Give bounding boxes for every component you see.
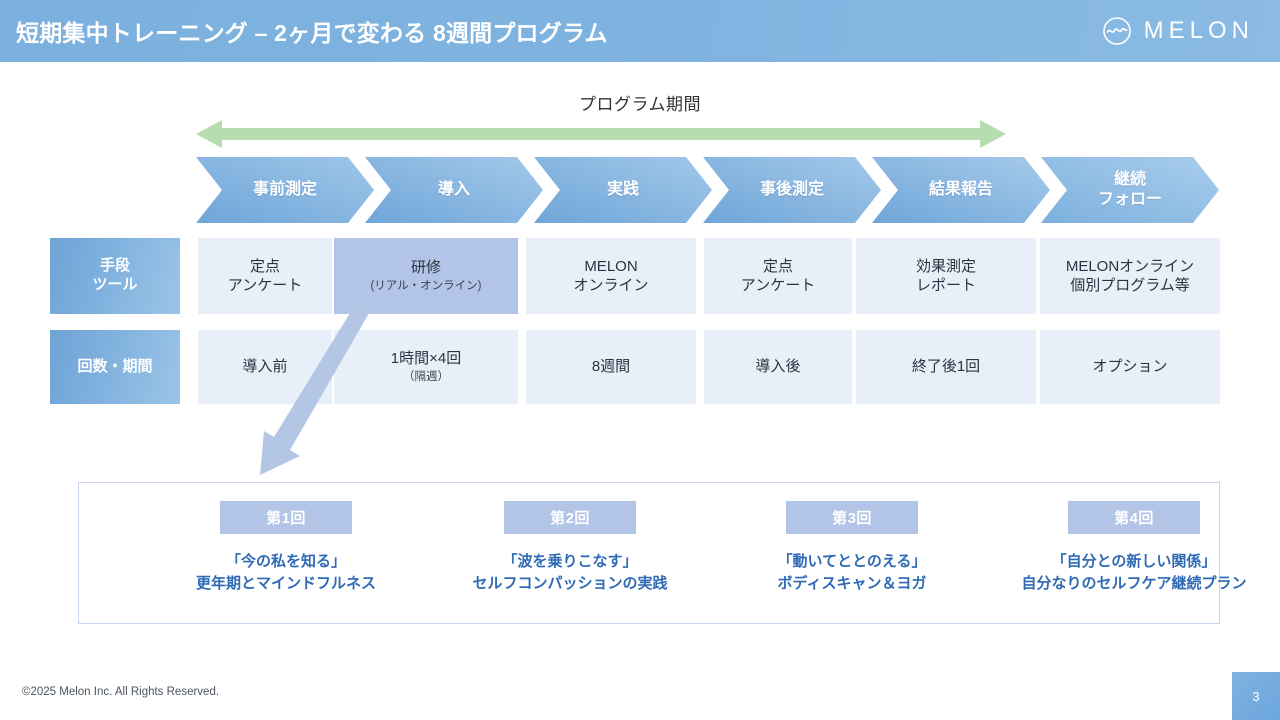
brand-logo: MELON	[1102, 16, 1254, 46]
matrix-cell-r2-c4[interactable]: 導入後	[704, 330, 852, 404]
matrix-cell-sub: (リアル・オンライン)	[370, 279, 482, 292]
slide-header: 短期集中トレーニング – 2ヶ月で変わる 8週間プログラム MELON	[0, 0, 1280, 62]
phase-chevron-2[interactable]: 導入	[365, 157, 543, 223]
session-card-2[interactable]: 第2回「波を乗りこなす」セルフコンパッションの実践	[435, 501, 705, 595]
copyright-text: ©2025 Melon Inc. All Rights Reserved.	[22, 686, 220, 698]
matrix-cell-r1-c4[interactable]: 定点アンケート	[704, 238, 852, 314]
session-card-4[interactable]: 第4回「自分との新しい関係」自分なりのセルフケア継続プラン	[999, 501, 1269, 595]
program-span-label: プログラム期間	[579, 95, 701, 114]
matrix-cell-main: 導入後	[755, 358, 801, 376]
phase-chevron-label: 導入	[437, 181, 470, 199]
session-card-1[interactable]: 第1回「今の私を知る」更年期とマインドフルネス	[151, 501, 421, 595]
session-badge: 第4回	[1068, 501, 1200, 534]
matrix-cell-main: 研修	[410, 259, 441, 277]
session-badge: 第3回	[786, 501, 918, 534]
phase-chevron-row: 事前測定 導入 実践 事後測定 結果報告 継続フォロー	[196, 157, 1222, 223]
matrix-cell-r2-c3[interactable]: 8週間	[526, 330, 696, 404]
phase-chevron-3[interactable]: 実践	[534, 157, 712, 223]
phase-chevron-label: 継続フォロー	[1097, 171, 1162, 208]
matrix-cell-main: 終了後1回	[911, 358, 981, 376]
matrix-cell-main: 1時間×4回	[390, 350, 462, 368]
phase-chevron-5[interactable]: 結果報告	[872, 157, 1050, 223]
matrix-cell-r1-c5[interactable]: 効果測定レポート	[856, 238, 1036, 314]
matrix-cell-r2-c5[interactable]: 終了後1回	[856, 330, 1036, 404]
phase-chevron-6[interactable]: 継続フォロー	[1041, 157, 1219, 223]
session-badge: 第2回	[504, 501, 636, 534]
brand-name: MELON	[1143, 17, 1254, 44]
matrix-cell-r2-c2[interactable]: 1時間×4回 （隔週）	[334, 330, 518, 404]
session-title: 「自分との新しい関係」自分なりのセルフケア継続プラン	[1021, 553, 1247, 592]
matrix-cell-r1-c1[interactable]: 定点アンケート	[198, 238, 332, 314]
matrix-cell-main: オプション	[1092, 358, 1168, 376]
sessions-panel: 第1回「今の私を知る」更年期とマインドフルネス第2回「波を乗りこなす」セルフコン…	[78, 482, 1247, 624]
session-title: 「波を乗りこなす」セルフコンパッションの実践	[472, 553, 668, 592]
matrix-cell-main: 効果測定レポート	[915, 257, 976, 295]
matrix-cell-r1-c2[interactable]: 研修 (リアル・オンライン)	[334, 238, 518, 314]
page-number-badge: 3	[1232, 672, 1280, 720]
matrix-cell-main: 8週間	[591, 358, 631, 376]
page-title: 短期集中トレーニング – 2ヶ月で変わる 8週間プログラム	[16, 20, 608, 46]
matrix-cell-sub: （隔週）	[403, 370, 449, 383]
phase-chevron-label: 結果報告	[928, 181, 993, 199]
phase-chevron-label: 実践	[606, 181, 639, 199]
phase-chevron-label: 事前測定	[252, 181, 317, 199]
session-card-3[interactable]: 第3回「動いてととのえる」ボディスキャン＆ヨガ	[717, 501, 987, 595]
matrix-cell-r1-c6[interactable]: MELONオンライン個別プログラム等	[1040, 238, 1220, 314]
matrix-cell-r2-c6[interactable]: オプション	[1040, 330, 1220, 404]
session-badge: 第1回	[220, 501, 352, 534]
matrix-cell-main: 定点アンケート	[740, 257, 816, 295]
diagonal-arrow-icon	[232, 300, 412, 480]
double-headed-arrow-icon	[196, 118, 1006, 150]
phase-chevron-1[interactable]: 事前測定	[196, 157, 374, 223]
session-title: 「動いてととのえる」ボディスキャン＆ヨガ	[777, 553, 927, 592]
phase-chevron-4[interactable]: 事後測定	[703, 157, 881, 223]
matrix-cell-main: 定点アンケート	[227, 257, 303, 295]
matrix-cell-main: 導入前	[242, 358, 288, 376]
melon-wave-circle-icon	[1102, 16, 1132, 46]
phase-chevron-label: 事後測定	[759, 181, 824, 199]
session-title: 「今の私を知る」更年期とマインドフルネス	[195, 553, 376, 592]
matrix-row-label-2: 回数・期間	[50, 330, 180, 404]
matrix-cell-main: MELONオンライン個別プログラム等	[1065, 257, 1195, 295]
matrix-row-label-1: 手段ツール	[50, 238, 180, 314]
